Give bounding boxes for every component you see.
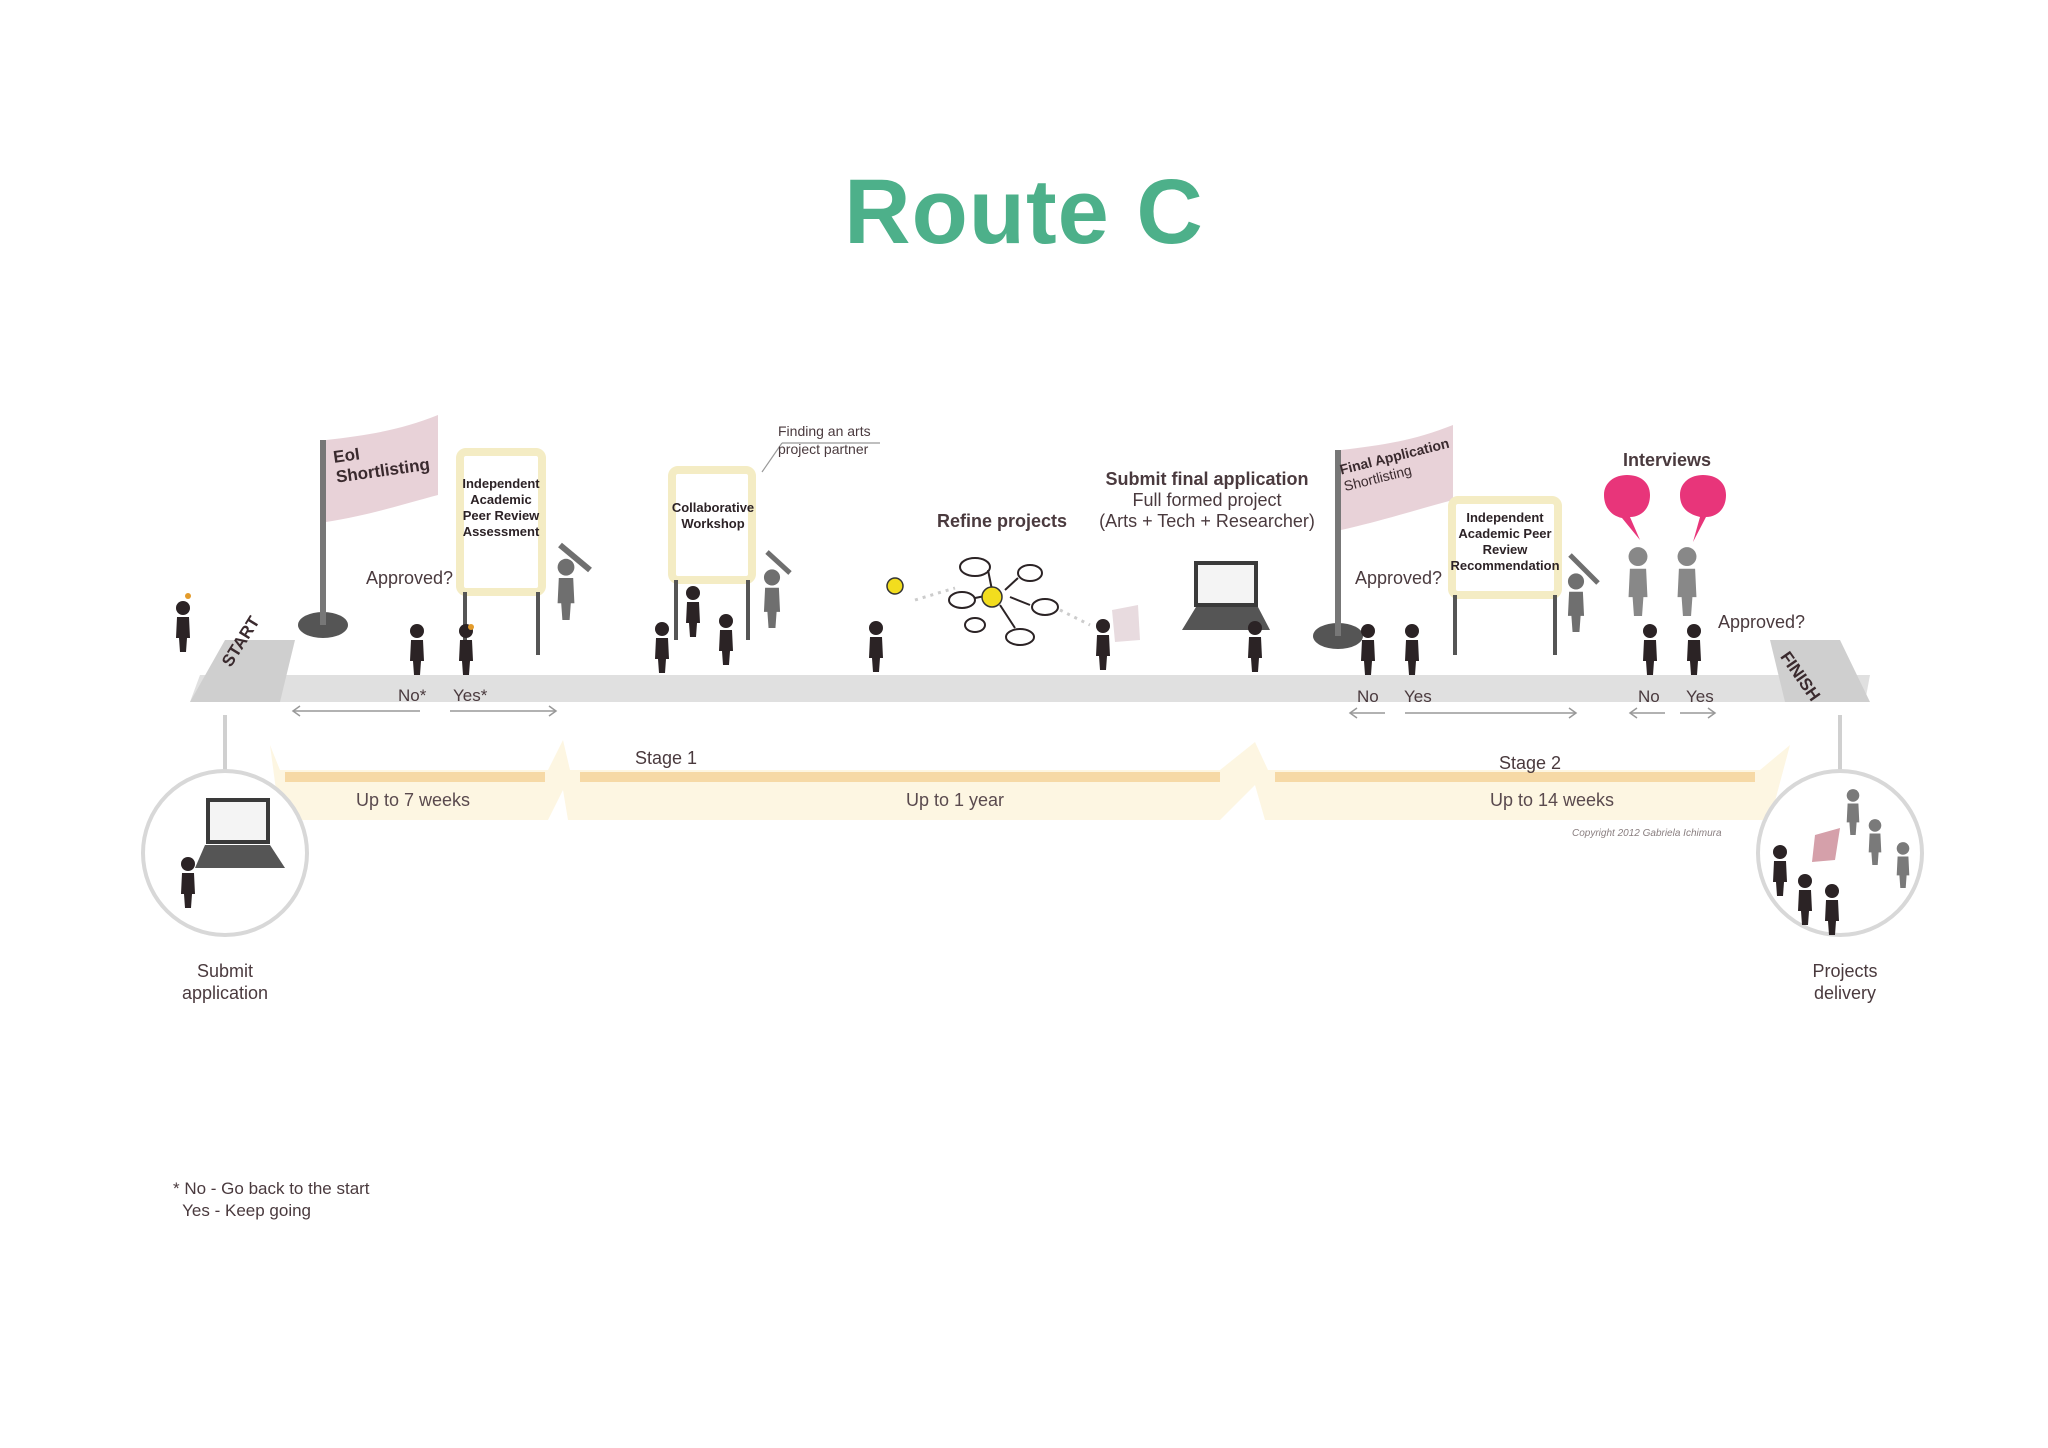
workshop-board-text: Collaborative Workshop — [671, 500, 755, 531]
final-application-flag — [1313, 425, 1453, 649]
page-title: Route C — [844, 161, 1204, 263]
timeline-band — [270, 740, 1790, 820]
yes-label-3: Yes — [1686, 687, 1714, 706]
recommendation-board — [1448, 496, 1600, 655]
approved-label-3: Approved? — [1718, 612, 1806, 632]
recommendation-board-text: Independent Academic Peer Review Recomme… — [1450, 510, 1560, 573]
workshop-board — [655, 442, 880, 673]
start-marker — [190, 640, 295, 702]
person-no-2 — [1361, 624, 1375, 675]
submit-final-line2: Full formed project — [1132, 490, 1282, 510]
timeline-bar-1-year — [580, 772, 1220, 782]
stage-1-label: Stage 1 — [635, 748, 698, 768]
yes-label-1: Yes* — [453, 686, 488, 705]
no-label-1: No* — [398, 686, 427, 705]
projects-delivery-label: Projects delivery — [1812, 961, 1878, 1003]
person-yes-1 — [459, 624, 473, 675]
projects-delivery-illustration — [1756, 769, 1924, 937]
footnote: * No - Go back to the start Yes - Keep g… — [173, 1179, 370, 1220]
eoi-flag — [298, 415, 438, 638]
duration-14-weeks: Up to 14 weeks — [1489, 790, 1615, 810]
finish-marker — [1770, 640, 1870, 702]
interviews-label: Interviews — [1623, 450, 1712, 470]
submit-final-title: Submit final application — [1105, 469, 1309, 489]
timeline-bar-14-weeks — [1275, 772, 1755, 782]
duration-7-weeks: Up to 7 weeks — [355, 790, 471, 810]
no-label-2: No — [1357, 687, 1379, 706]
stage-2-label: Stage 2 — [1499, 753, 1562, 773]
yes-label-2: Yes — [1404, 687, 1432, 706]
person-no-1 — [410, 624, 424, 675]
finding-partner-line2: project partner — [778, 441, 869, 457]
interviews-illustration — [1604, 475, 1726, 675]
assessment-board-text: Independent Academic Peer Review Assessm… — [462, 476, 540, 539]
no-label-3: No — [1638, 687, 1660, 706]
assessment-board — [456, 448, 592, 655]
final-submission-laptop — [1182, 561, 1270, 672]
refine-projects-illustration — [869, 557, 1140, 672]
submit-final-line3: (Arts + Tech + Researcher) — [1099, 511, 1315, 531]
person-yes-2 — [1405, 624, 1419, 675]
duration-1-year: Up to 1 year — [905, 790, 1005, 810]
timeline-bar-7-weeks — [285, 772, 545, 782]
copyright: Copyright 2012 Gabriela Ichimura — [1572, 828, 1722, 839]
submit-application-illustration — [141, 769, 309, 937]
road — [190, 640, 1870, 702]
approved-label-2: Approved? — [1355, 568, 1443, 588]
submit-application-label: Submit application — [181, 961, 269, 1003]
start-person — [176, 601, 190, 652]
approved-label-1: Approved? — [366, 568, 454, 588]
finding-partner-line1: Finding an arts — [778, 423, 871, 439]
refine-projects-label: Refine projects — [937, 511, 1068, 531]
